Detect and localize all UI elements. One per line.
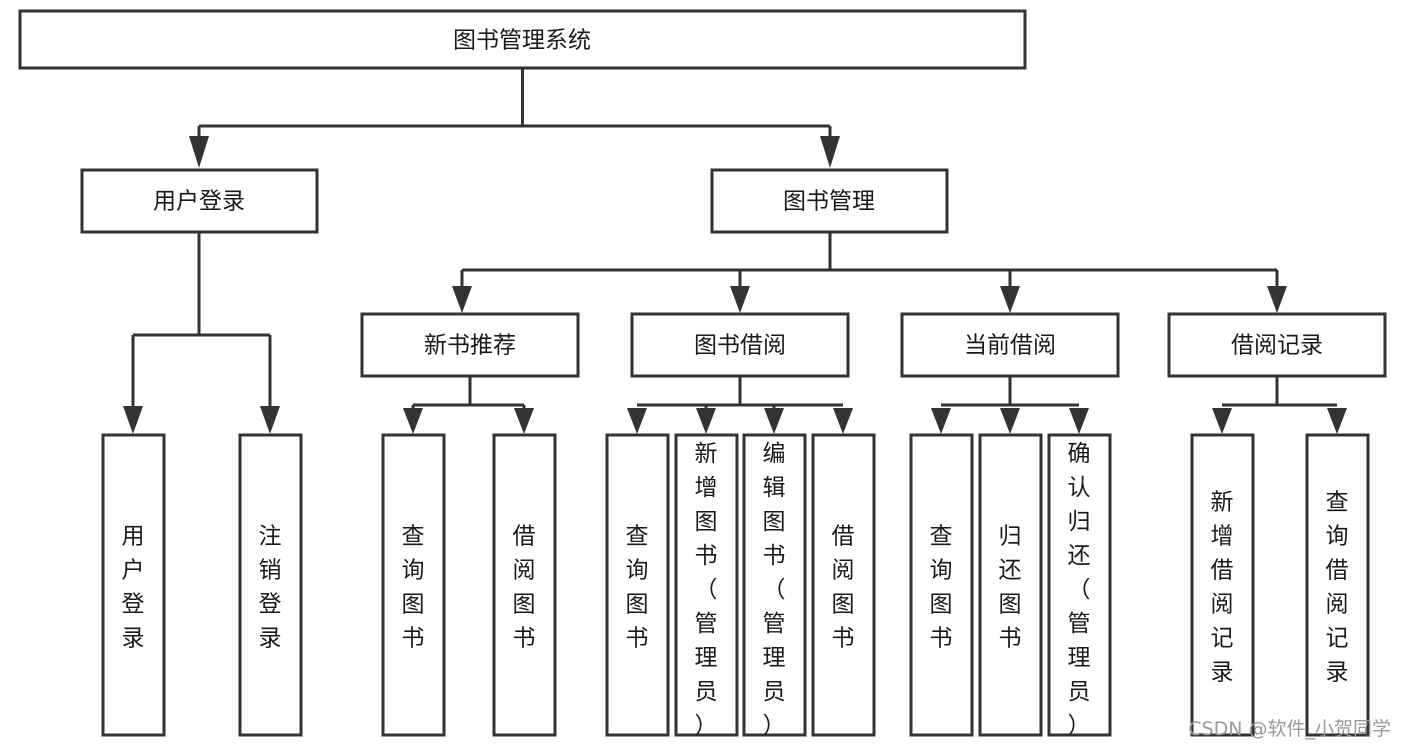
node-root-label: 图书管理系统 xyxy=(453,28,591,54)
node-root[interactable]: 图书管理系统 xyxy=(18,9,1027,70)
arrowhead-new-book-recommend xyxy=(452,286,472,313)
leaf-borrow-book-1-box[interactable] xyxy=(492,433,557,737)
arrowhead-book-borrow xyxy=(730,286,750,313)
leaf-query-book-1[interactable]: 查询图书 xyxy=(381,433,446,737)
leaf-query-record[interactable]: 查询借阅记录 xyxy=(1305,433,1370,737)
leaf-query-book-2-label: 查询图书 xyxy=(626,524,649,652)
leaf-query-book-1-box[interactable] xyxy=(381,433,446,737)
arrowhead-user-login xyxy=(189,136,209,168)
leaf-logout-login-box[interactable] xyxy=(238,433,303,737)
leaf-return-book-box[interactable] xyxy=(978,433,1043,737)
arrowhead-leaf-confirm-return xyxy=(1069,408,1089,434)
connector-layer xyxy=(123,68,1347,434)
leaf-borrow-book-2-label: 借阅图书 xyxy=(832,524,855,652)
arrowhead-leaf-query-book-1 xyxy=(403,408,423,434)
arrowhead-leaf-query-book-2 xyxy=(627,408,647,434)
node-book-borrow-label: 图书借阅 xyxy=(694,333,786,359)
node-new-book-recommend[interactable]: 新书推荐 xyxy=(360,312,580,378)
leaf-query-book-3-label: 查询图书 xyxy=(930,524,953,652)
arrowhead-leaf-add-book xyxy=(696,408,716,434)
leaf-query-record-label: 查询借阅记录 xyxy=(1326,490,1349,686)
arrowhead-book-manage xyxy=(820,136,840,168)
leaf-add-book-label: 新增图书（管理员） xyxy=(695,441,718,739)
leaf-edit-book[interactable]: 编辑图书（管理员） xyxy=(742,433,807,739)
leaf-query-book-3[interactable]: 查询图书 xyxy=(909,433,974,737)
node-new-book-recommend-box[interactable] xyxy=(360,312,580,378)
arrowhead-leaf-borrow-book-2 xyxy=(833,408,853,434)
leaf-query-book-2[interactable]: 查询图书 xyxy=(605,433,670,737)
node-book-borrow-box[interactable] xyxy=(630,312,850,378)
leaf-return-book[interactable]: 归还图书 xyxy=(978,433,1043,737)
arrowhead-leaf-user-login xyxy=(123,406,143,434)
leaf-borrow-book-2[interactable]: 借阅图书 xyxy=(811,433,876,737)
arrowhead-leaf-query-record xyxy=(1327,408,1347,434)
node-user-login[interactable]: 用户登录 xyxy=(80,168,319,234)
leaf-borrow-book-1[interactable]: 借阅图书 xyxy=(492,433,557,737)
leaf-confirm-return-box[interactable] xyxy=(1047,433,1112,737)
node-book-manage-box[interactable] xyxy=(710,168,949,234)
arrowhead-leaf-borrow-book-1 xyxy=(514,408,534,434)
leaf-borrow-book-2-box[interactable] xyxy=(811,433,876,737)
leaf-add-book-box[interactable] xyxy=(674,433,739,737)
leaf-add-record-label: 新增借阅记录 xyxy=(1211,490,1234,686)
arrowhead-leaf-query-book-3 xyxy=(931,408,951,434)
node-user-login-box[interactable] xyxy=(80,168,319,234)
leaf-add-record[interactable]: 新增借阅记录 xyxy=(1190,433,1255,737)
node-book-manage-label: 图书管理 xyxy=(783,189,875,215)
leaf-edit-book-label: 编辑图书（管理员） xyxy=(763,441,786,739)
leaf-edit-book-box[interactable] xyxy=(742,433,807,737)
leaf-confirm-return-label: 确认归还（管理员） xyxy=(1068,441,1091,739)
arrowhead-current-borrow xyxy=(1000,286,1020,313)
leaf-query-book-1-label: 查询图书 xyxy=(402,524,425,652)
leaf-logout-login[interactable]: 注销登录 xyxy=(238,433,303,737)
node-new-book-recommend-label: 新书推荐 xyxy=(424,333,516,359)
arrowhead-leaf-return-book xyxy=(1000,408,1020,434)
leaf-return-book-label: 归还图书 xyxy=(999,524,1022,652)
leaf-query-book-3-box[interactable] xyxy=(909,433,974,737)
node-user-login-label: 用户登录 xyxy=(153,189,245,215)
leaf-borrow-book-1-label: 借阅图书 xyxy=(513,524,536,652)
node-root-box[interactable] xyxy=(18,9,1027,70)
arrowhead-leaf-add-record xyxy=(1212,408,1232,434)
node-borrow-record-box[interactable] xyxy=(1167,312,1387,378)
leaf-add-book[interactable]: 新增图书（管理员） xyxy=(674,433,739,739)
leaf-confirm-return[interactable]: 确认归还（管理员） xyxy=(1047,433,1112,739)
arrowhead-borrow-record xyxy=(1267,286,1287,313)
arrowhead-leaf-logout-login xyxy=(260,406,280,434)
leaf-user-login-box[interactable] xyxy=(101,433,166,737)
leaf-logout-login-label: 注销登录 xyxy=(259,524,282,652)
leaf-query-record-box[interactable] xyxy=(1305,433,1370,737)
leaf-add-record-box[interactable] xyxy=(1190,433,1255,737)
node-book-manage[interactable]: 图书管理 xyxy=(710,168,949,234)
node-borrow-record-label: 借阅记录 xyxy=(1231,333,1323,359)
node-current-borrow[interactable]: 当前借阅 xyxy=(900,312,1120,378)
node-current-borrow-box[interactable] xyxy=(900,312,1120,378)
leaf-user-login[interactable]: 用户登录 xyxy=(101,433,166,737)
node-current-borrow-label: 当前借阅 xyxy=(964,333,1056,359)
node-book-borrow[interactable]: 图书借阅 xyxy=(630,312,850,378)
node-borrow-record[interactable]: 借阅记录 xyxy=(1167,312,1387,378)
arrowhead-leaf-edit-book xyxy=(764,408,784,434)
leaf-query-book-2-box[interactable] xyxy=(605,433,670,737)
leaf-user-login-label: 用户登录 xyxy=(122,524,145,652)
